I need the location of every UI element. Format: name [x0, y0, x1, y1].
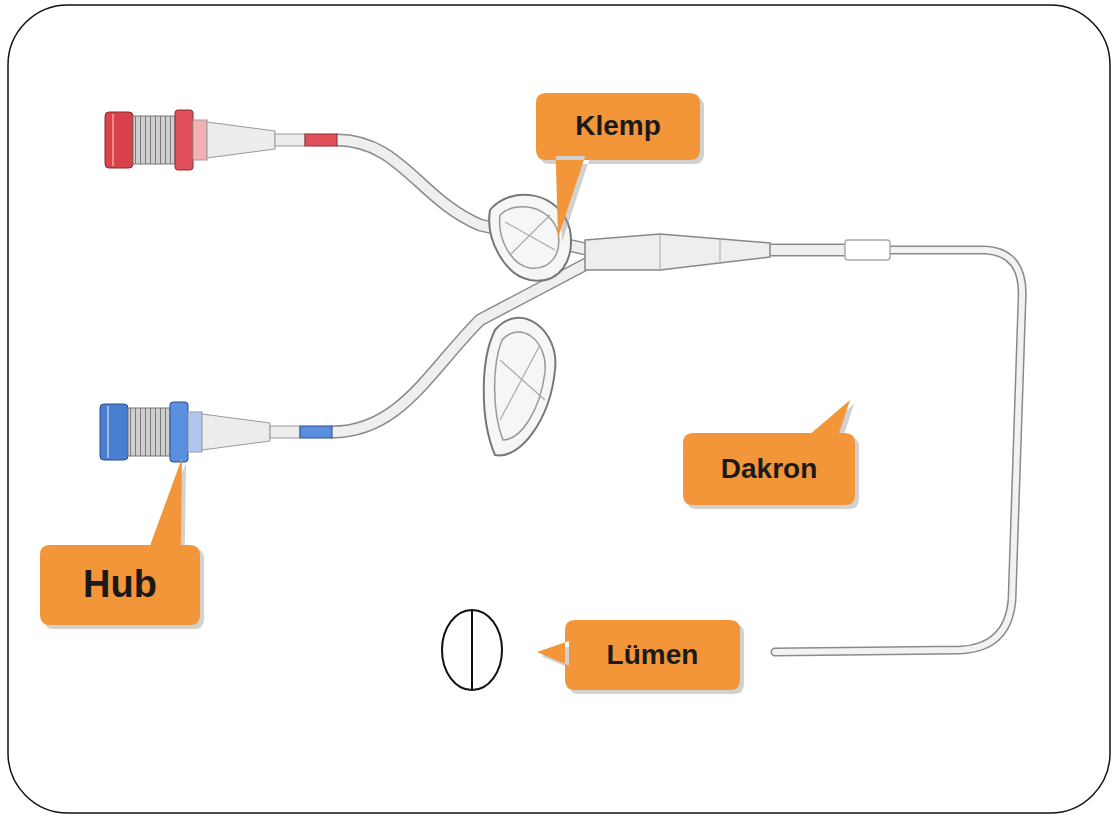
hub-blue: [100, 402, 332, 462]
part-label: Dakron: [721, 454, 817, 485]
hub-blue-part: [170, 402, 188, 462]
y-junction: [585, 234, 770, 270]
hub-blue-part: [300, 426, 332, 438]
clamp-lower-part: [495, 332, 546, 440]
callout-bubble: Hub: [40, 545, 200, 625]
hub-red-part: [207, 122, 275, 158]
hub-red-part: [305, 134, 337, 146]
clamp-lower-part: [500, 345, 545, 420]
part-label: Klemp: [575, 111, 661, 142]
callout-fill: [537, 620, 740, 690]
clamp-upper-part: [505, 215, 555, 255]
dacron-cuff: [845, 240, 890, 260]
hub-blue-part: [188, 412, 202, 452]
part-label: Lümen: [607, 640, 699, 671]
part-label: Hub: [83, 564, 157, 606]
hub-blue-part: [128, 408, 170, 456]
lumen-symbol-part: [442, 610, 502, 690]
catheter-tubes: [332, 140, 1022, 652]
clamp-lower: [484, 318, 556, 456]
hub-red-part: [193, 120, 207, 160]
clamp-upper-part: [500, 207, 559, 269]
callout-bubble: Klemp: [536, 93, 700, 160]
lumen-symbol: [442, 610, 502, 690]
hub-red-part: [133, 116, 175, 164]
catheter-tubes-part: [770, 245, 845, 255]
y-junction-part: [660, 234, 661, 270]
hub-red-part: [112, 114, 114, 166]
callout-fill: [40, 458, 200, 625]
hub-red-part: [105, 112, 133, 168]
hub-blue-part: [100, 404, 128, 460]
hub-red: [105, 110, 337, 170]
hub-blue-part: [270, 426, 300, 438]
clamp-lower-part: [484, 318, 556, 456]
hub-blue-part: [107, 406, 109, 458]
hub-red-part: [175, 110, 193, 170]
callout-fill: [683, 400, 855, 505]
catheter-tubes-part: [770, 244, 845, 257]
y-junction-part: [720, 239, 721, 263]
callout-fill: [536, 93, 700, 238]
frame: [8, 5, 1110, 813]
hub-red-part: [275, 134, 305, 146]
callout-bubble: Dakron: [683, 433, 855, 505]
hub-blue-part: [202, 414, 270, 450]
lumen-symbol-part: [471, 610, 473, 690]
callout-bubble: Lümen: [565, 620, 740, 690]
y-junction-part: [585, 234, 770, 270]
